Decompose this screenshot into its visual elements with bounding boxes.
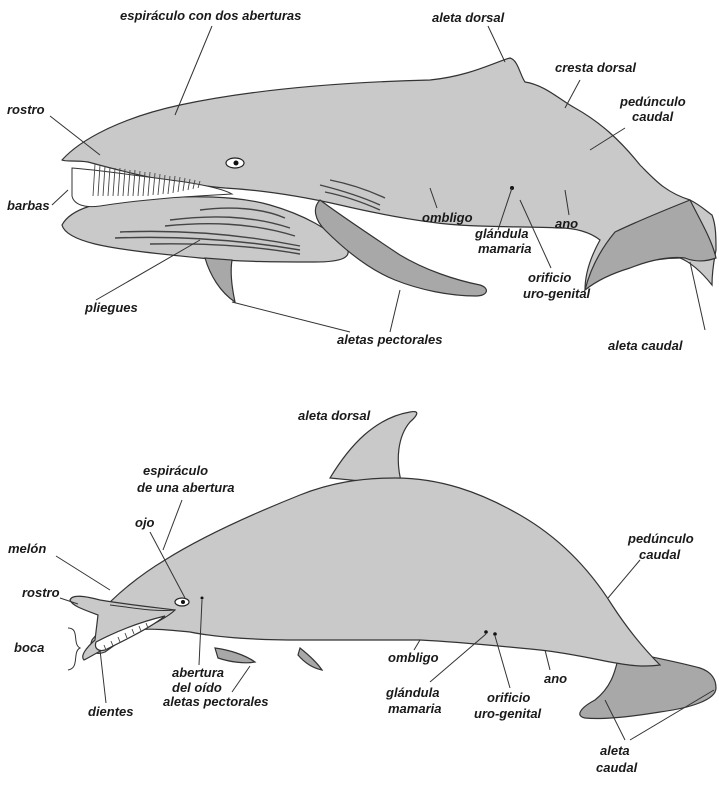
label-espiraculo-dos: espiráculo con dos aberturas (120, 8, 301, 23)
label-glandula-2: mamaria (478, 241, 531, 256)
dolphin-pectoral-fin-2 (298, 648, 322, 670)
label-d-peduncle-1: pedúnculo (627, 531, 694, 546)
label-d-ombligo: ombligo (388, 650, 439, 665)
label-d-aleta-caudal-2: caudal (596, 760, 638, 775)
label-d-peduncle-2: caudal (639, 547, 681, 562)
label-glandula-1: glándula (474, 226, 528, 241)
humpback-whale (62, 58, 716, 302)
label-d-ojo: ojo (135, 515, 155, 530)
label-d-aleta-caudal-1: aleta (600, 743, 630, 758)
label-rostro: rostro (7, 102, 45, 117)
label-orificio-1: orificio (528, 270, 571, 285)
label-ano: ano (555, 216, 578, 231)
label-d-abertura-2: del oído (172, 680, 222, 695)
label-d-ano: ano (544, 671, 567, 686)
humpback-lower-jaw (62, 197, 348, 262)
label-d-glandula-1: glándula (385, 685, 439, 700)
label-aleta-caudal: aleta caudal (608, 338, 683, 353)
label-d-rostro: rostro (22, 585, 60, 600)
humpback-pectoral-fin-left (205, 258, 235, 302)
dolphin (70, 412, 716, 719)
label-d-glandula-2: mamaria (388, 701, 441, 716)
label-orificio-2: uro-genital (523, 286, 591, 301)
dolphin-pectoral-fin (215, 648, 255, 663)
label-d-boca: boca (14, 640, 44, 655)
label-peduncle-1: pedúnculo (619, 94, 686, 109)
label-d-melon: melón (8, 541, 46, 556)
label-barbas: barbas (7, 198, 50, 213)
dolphin-body (91, 478, 660, 666)
label-d-abertura-1: abertura (172, 665, 224, 680)
label-peduncle-2: caudal (632, 109, 674, 124)
label-cresta-dorsal: cresta dorsal (555, 60, 636, 75)
label-d-aletas-pectorales: aletas pectorales (163, 694, 269, 709)
label-ombligo: ombligo (422, 210, 473, 225)
label-d-aleta-dorsal: aleta dorsal (298, 408, 371, 423)
label-d-orificio-2: uro-genital (474, 706, 542, 721)
label-d-espiraculo-1: espiráculo (143, 463, 208, 478)
label-d-orificio-1: orificio (487, 690, 530, 705)
label-aletas-pectorales: aletas pectorales (337, 332, 443, 347)
label-d-dientes: dientes (88, 704, 134, 719)
label-aleta-dorsal: aleta dorsal (432, 10, 505, 25)
label-pliegues: pliegues (84, 300, 138, 315)
label-d-espiraculo-2: de una abertura (137, 480, 235, 495)
